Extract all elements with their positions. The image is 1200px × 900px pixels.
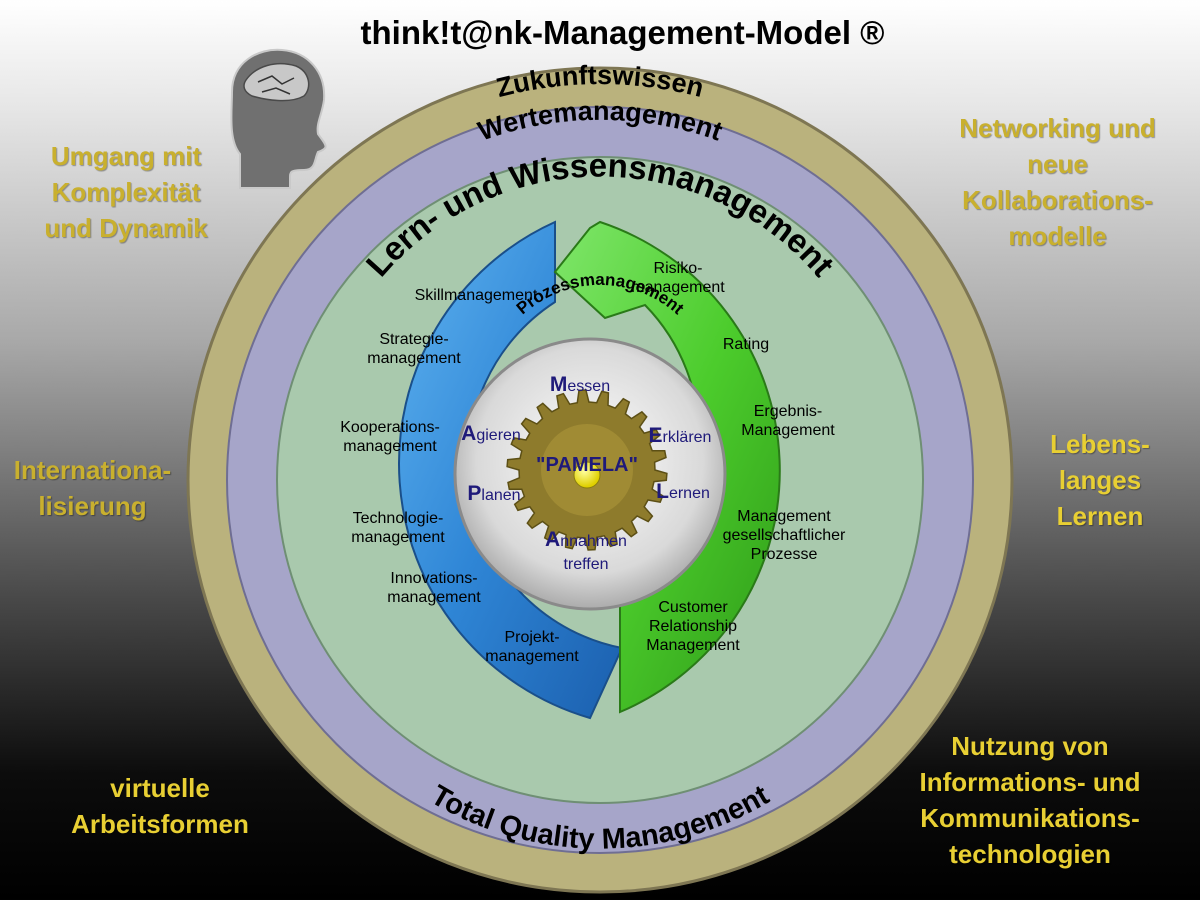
green-item-2-line: Ergebnis-	[754, 403, 822, 420]
pamela-initial: P	[467, 482, 481, 505]
pamela-rest: lanen	[481, 487, 520, 504]
corner-line: Nutzung von	[951, 731, 1109, 761]
blue-item-5: Projekt-management	[485, 629, 579, 665]
green-item-4-line: Customer	[658, 599, 728, 616]
pamela-initial: L	[656, 480, 669, 503]
pamela-word-3: Annahmen treffen	[545, 528, 627, 573]
pamela-center-label: "PAMELA"	[536, 454, 638, 476]
green-item-4-line: Management	[646, 637, 740, 654]
corner-line: langes	[1058, 465, 1142, 495]
blue-item-4-line: management	[387, 589, 481, 606]
blue-item-1: Strategie-management	[367, 331, 461, 367]
green-item-1: Rating	[723, 336, 769, 353]
green-item-3-line: gesellschaftlicher	[723, 527, 846, 544]
blue-item-0-line: Skillmanagement	[415, 287, 538, 304]
corner-label-internationalisierung: Internationa-lisierung	[0, 452, 185, 524]
corner-line: Internationa-	[13, 455, 172, 485]
green-item-1-line: Rating	[723, 336, 769, 353]
corner-line: virtuelle	[110, 773, 210, 803]
blue-item-5-line: management	[485, 648, 579, 665]
pamela-word-4: Planen	[467, 482, 520, 505]
green-item-2-line: Management	[741, 422, 835, 439]
green-item-3-line: Management	[737, 508, 831, 525]
green-item-0-line: Risiko-	[654, 260, 703, 277]
pamela-initial: A	[461, 422, 476, 445]
corner-line: und Dynamik	[44, 213, 208, 243]
head-icon	[230, 48, 327, 189]
pamela-word-2: Lernen	[656, 480, 710, 503]
pamela-word-5: Agieren	[461, 422, 521, 445]
pamela-rest: gieren	[476, 427, 520, 444]
pamela-rest: ernen	[669, 485, 710, 502]
green-item-2: Ergebnis- Management	[741, 403, 835, 439]
pamela-rest: nnahmen	[560, 533, 627, 550]
corner-line: Lernen	[1056, 501, 1144, 531]
pamela-initial: M	[550, 373, 568, 396]
pamela-rest: rklären	[663, 429, 712, 446]
pamela-word-0: Messen	[550, 373, 610, 396]
pamela-rest: essen	[567, 378, 610, 395]
page-title: think!t@nk-Management-Model ®	[360, 14, 885, 51]
corner-line: modelle	[1008, 221, 1107, 251]
blue-item-3-line: Technologie-	[353, 510, 444, 527]
pamela-line2: treffen	[563, 556, 608, 573]
green-item-3-line: Prozesse	[751, 546, 818, 563]
green-item-0: Risiko-management	[631, 260, 725, 296]
blue-item-0: Skillmanagement	[415, 287, 538, 304]
blue-item-3: Technologie-management	[351, 510, 445, 546]
blue-item-4: Innovations-management	[387, 570, 481, 606]
corner-line: Lebens-	[1050, 429, 1150, 459]
pamela-initial: A	[545, 528, 560, 551]
corner-line: Kommunikations-	[920, 803, 1140, 833]
corner-line: Umgang mit	[50, 141, 202, 171]
corner-line: Kollaborations-	[962, 185, 1153, 215]
blue-item-1-line: management	[367, 350, 461, 367]
blue-item-2-line: Kooperations-	[340, 419, 440, 436]
corner-line: Informations- und	[919, 767, 1141, 797]
center-dot	[573, 461, 601, 489]
corner-line: neue	[1027, 149, 1088, 179]
blue-item-2-line: management	[343, 438, 437, 455]
pamela-initial: E	[649, 424, 663, 447]
green-item-0-line: management	[631, 279, 725, 296]
corner-line: technologien	[949, 839, 1111, 869]
blue-item-5-line: Projekt-	[504, 629, 559, 646]
blue-item-3-line: management	[351, 529, 445, 546]
blue-item-1-line: Strategie-	[379, 331, 448, 348]
blue-item-2: Kooperations-management	[340, 419, 440, 455]
corner-line: lisierung	[38, 491, 147, 521]
pamela-word-1: Erklären	[649, 424, 712, 447]
corner-line: Networking und	[959, 113, 1156, 143]
green-item-4-line: Relationship	[649, 618, 737, 635]
corner-line: Komplexität	[51, 177, 201, 207]
corner-line: Arbeitsformen	[71, 809, 249, 839]
blue-item-4-line: Innovations-	[390, 570, 477, 587]
